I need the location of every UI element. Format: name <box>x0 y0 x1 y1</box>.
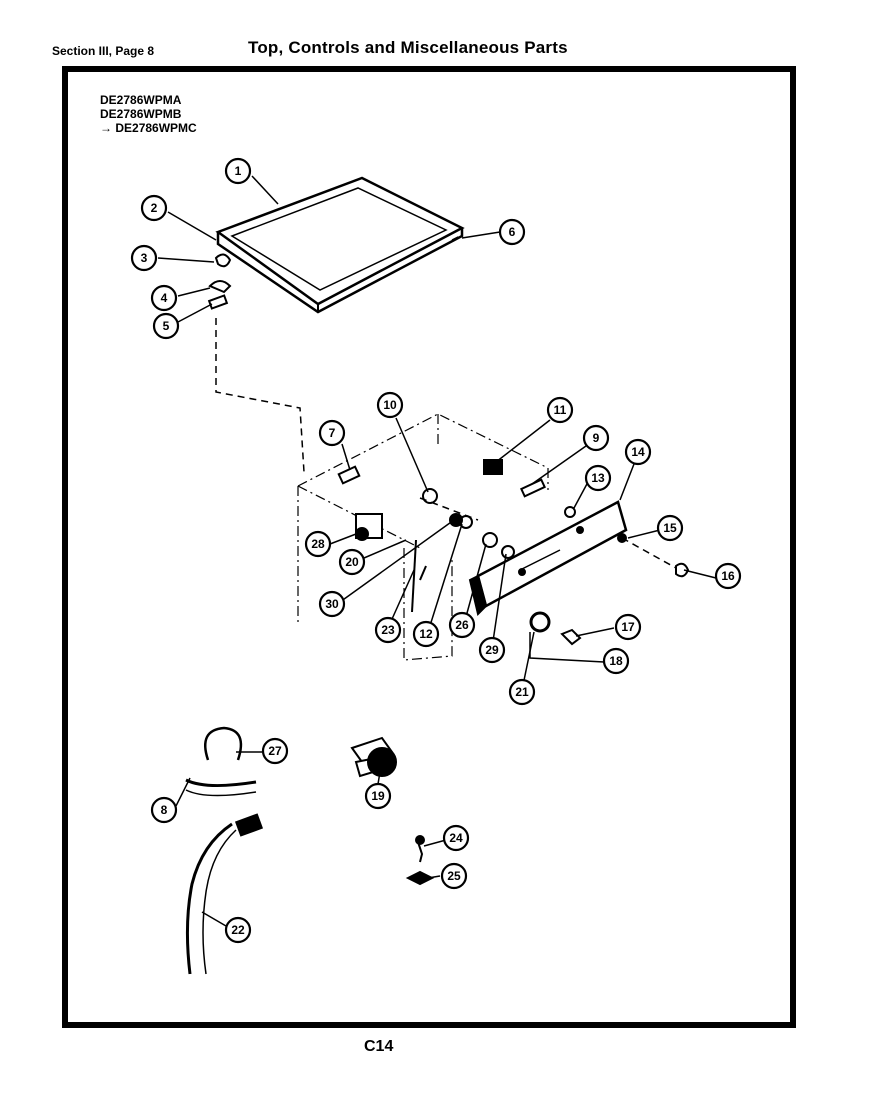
leader-lines <box>157 175 717 927</box>
callout-1: 1 <box>224 157 252 185</box>
svg-text:2: 2 <box>151 201 158 215</box>
callout-20: 20 <box>338 548 366 576</box>
svg-text:21: 21 <box>515 685 529 699</box>
svg-text:17: 17 <box>621 620 635 634</box>
callout-25: 25 <box>440 862 468 890</box>
svg-text:26: 26 <box>455 618 469 632</box>
svg-text:22: 22 <box>231 923 245 937</box>
callout-21: 21 <box>508 678 536 706</box>
control-panel <box>468 500 628 616</box>
svg-text:9: 9 <box>593 431 600 445</box>
section-label: Section III, Page 8 <box>52 44 155 58</box>
svg-text:27: 27 <box>268 744 282 758</box>
callout-22: 22 <box>224 916 252 944</box>
svg-text:7: 7 <box>329 426 336 440</box>
model-number: DE2786WPMB <box>100 107 182 121</box>
callout-6: 6 <box>498 218 526 246</box>
callout-26: 26 <box>448 611 476 639</box>
control-components <box>337 459 690 646</box>
svg-text:5: 5 <box>163 319 170 333</box>
svg-text:28: 28 <box>311 537 325 551</box>
page-code: C14 <box>360 1038 398 1056</box>
svg-text:1: 1 <box>235 164 242 178</box>
svg-text:8: 8 <box>161 803 168 817</box>
callout-28: 28 <box>304 530 332 558</box>
callout-10: 10 <box>376 391 404 419</box>
svg-text:11: 11 <box>554 403 567 417</box>
svg-text:24: 24 <box>449 831 463 845</box>
svg-text:3: 3 <box>141 251 148 265</box>
callout-5: 5 <box>152 312 180 340</box>
model-number: → DE2786WPMC <box>100 121 197 135</box>
callout-group: 1 2 3 4 5 6 7 10 11 9 13 14 15 16 17 18 … <box>130 157 742 944</box>
callout-4: 4 <box>150 284 178 312</box>
callout-11: 11 <box>546 396 574 424</box>
callout-29: 29 <box>478 636 506 664</box>
callout-17: 17 <box>614 613 642 641</box>
callout-27: 27 <box>261 737 289 765</box>
svg-text:19: 19 <box>371 789 385 803</box>
svg-text:6: 6 <box>509 225 516 239</box>
callout-24: 24 <box>442 824 470 852</box>
callout-7: 7 <box>318 419 346 447</box>
svg-text:13: 13 <box>591 471 605 485</box>
callout-15: 15 <box>656 514 684 542</box>
callout-30: 30 <box>318 590 346 618</box>
callout-9: 9 <box>582 424 610 452</box>
callout-19: 19 <box>364 782 392 810</box>
svg-text:15: 15 <box>663 521 677 535</box>
svg-text:12: 12 <box>419 627 433 641</box>
misc-parts <box>185 726 435 975</box>
svg-text:14: 14 <box>631 445 645 459</box>
callout-12: 12 <box>412 620 440 648</box>
svg-text:18: 18 <box>609 654 623 668</box>
svg-text:29: 29 <box>485 643 499 657</box>
svg-text:23: 23 <box>381 623 395 637</box>
callout-2: 2 <box>140 194 168 222</box>
top-panel <box>215 176 465 314</box>
page-title: Top, Controls and Miscellaneous Parts <box>248 38 568 57</box>
model-list: DE2786WPMA DE2786WPMB → DE2786WPMC <box>100 93 197 135</box>
callout-3: 3 <box>130 244 158 272</box>
diagram-frame <box>62 66 796 1028</box>
svg-text:20: 20 <box>345 555 359 569</box>
callout-23: 23 <box>374 616 402 644</box>
svg-text:4: 4 <box>161 291 168 305</box>
svg-text:25: 25 <box>447 869 461 883</box>
callout-14: 14 <box>624 438 652 466</box>
callout-13: 13 <box>584 464 612 492</box>
callout-18: 18 <box>602 647 630 675</box>
svg-text:30: 30 <box>325 597 339 611</box>
svg-text:10: 10 <box>383 398 397 412</box>
model-number: DE2786WPMA <box>100 93 182 107</box>
callout-8: 8 <box>150 796 178 824</box>
callout-16a: 16 <box>714 562 742 590</box>
svg-text:16: 16 <box>721 569 735 583</box>
